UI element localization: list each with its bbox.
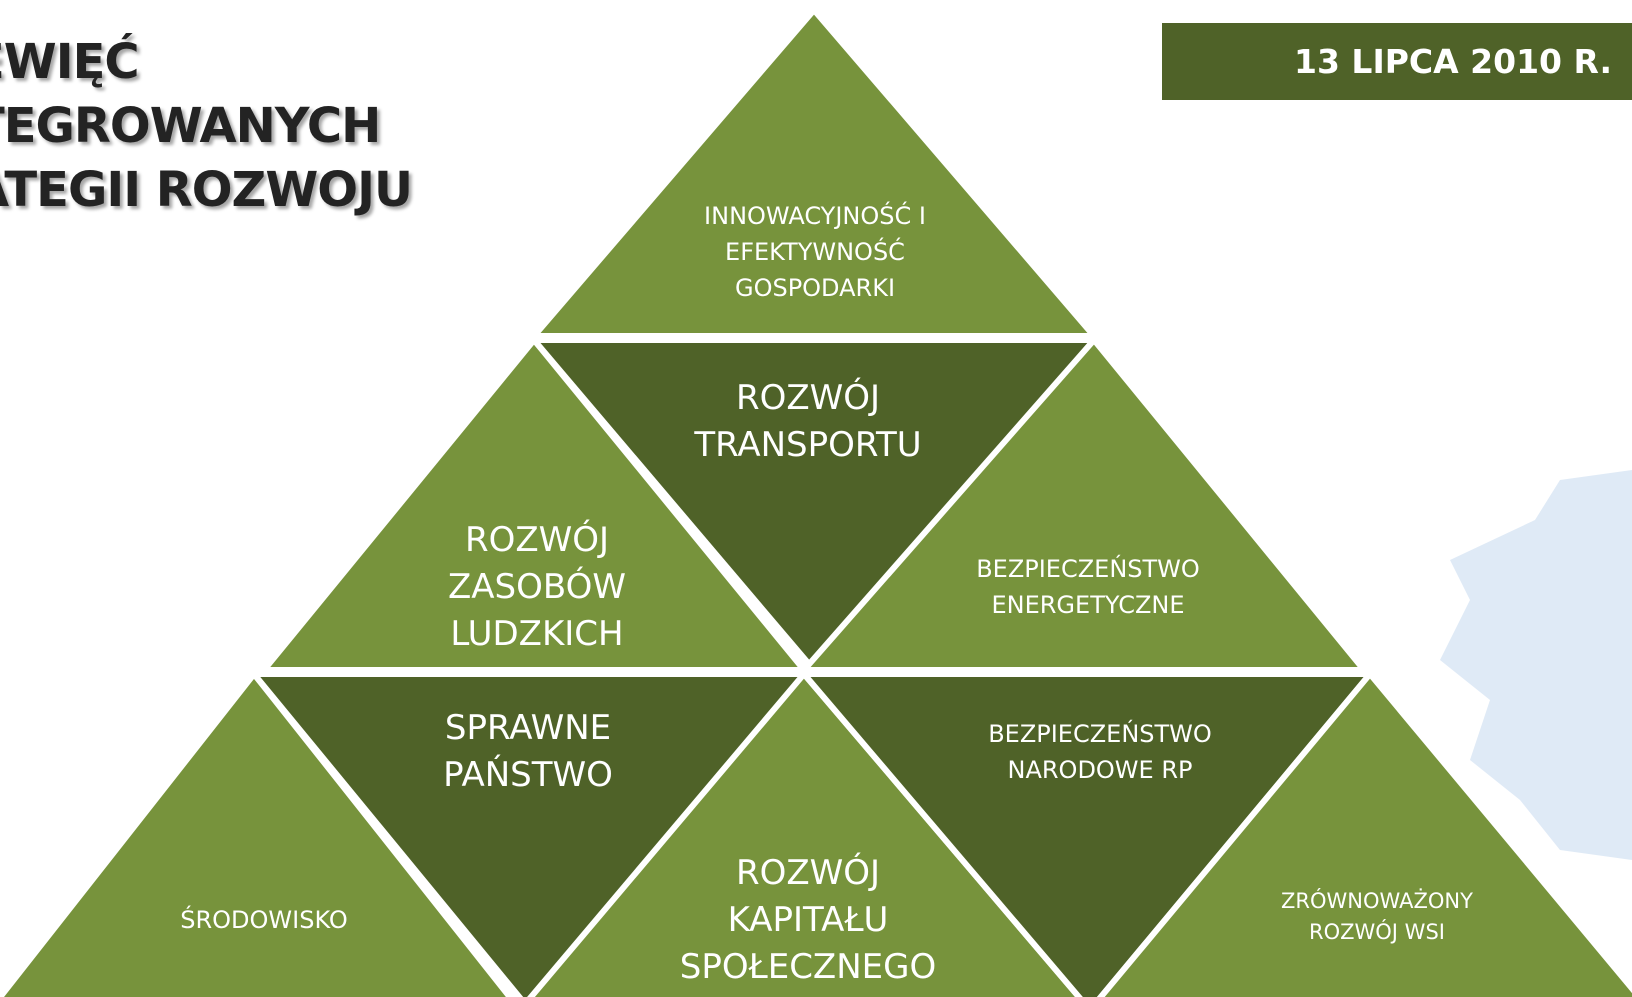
- label-transport: ROZWÓJ TRANSPORTU: [694, 375, 921, 469]
- title-line-3: ATEGII ROZWOJU: [0, 162, 413, 218]
- label-kapital: ROZWÓJ KAPITAŁU SPOŁECZNEGO: [680, 850, 937, 991]
- label-line: SPRAWNE: [444, 708, 612, 748]
- label-line: TRANSPORTU: [694, 425, 922, 465]
- triangle-wies: [1096, 669, 1632, 997]
- title-line-1: EWIĘĆ: [0, 34, 140, 90]
- date-banner: 13 LIPCA 2010 R.: [1162, 23, 1632, 100]
- decor-star-shape: [1440, 470, 1632, 860]
- label-energetyka: BEZPIECZEŃSTWO ENERGETYCZNE: [976, 551, 1200, 623]
- label-line: ZRÓWNOWAŻONY: [1281, 889, 1473, 913]
- label-innowacyjnosc: INNOWACYJNOŚĆ I EFEKTYWNOŚĆ GOSPODARKI: [704, 198, 926, 306]
- date-text: 13 LIPCA 2010 R.: [1294, 42, 1613, 81]
- label-line: SPOŁECZNEGO: [679, 947, 937, 987]
- label-zasoby: ROZWÓJ ZASOBÓW LUDZKICH: [448, 517, 626, 658]
- label-line: NARODOWE RP: [1007, 756, 1193, 784]
- label-line: BEZPIECZEŃSTWO: [988, 720, 1212, 748]
- triangle-zasoby: [257, 335, 811, 673]
- label-line: BEZPIECZEŃSTWO: [976, 555, 1200, 583]
- label-line: LUDZKICH: [450, 614, 624, 654]
- triangle-innowacyjnosc: [527, 5, 1101, 339]
- label-line: ROZWÓJ WSI: [1309, 920, 1445, 944]
- label-line: GOSPODARKI: [734, 274, 896, 302]
- label-line: EFEKTYWNOŚĆ: [725, 238, 905, 266]
- label-wies: ZRÓWNOWAŻONY ROZWÓJ WSI: [1281, 886, 1473, 948]
- label-line: ROZWÓJ: [735, 378, 881, 418]
- triangle-srodowisko: [0, 669, 514, 997]
- label-line: INNOWACYJNOŚĆ I: [704, 202, 926, 230]
- label-line: ŚRODOWISKO: [180, 906, 348, 934]
- label-panstwo: SPRAWNE PAŃSTWO: [443, 705, 613, 799]
- label-line: ROZWÓJ: [735, 853, 881, 893]
- title-line-2: TEGROWANYCH: [0, 98, 381, 154]
- label-narodowe: BEZPIECZEŃSTWO NARODOWE RP: [988, 716, 1212, 788]
- label-line: PAŃSTWO: [443, 755, 613, 795]
- triangle-energetyka: [797, 335, 1371, 673]
- label-line: ROZWÓJ: [464, 520, 610, 560]
- page-title: EWIĘĆ TEGROWANYCH ATEGII ROZWOJU: [0, 30, 413, 222]
- label-line: KAPITAŁU: [727, 900, 889, 940]
- label-srodowisko: ŚRODOWISKO: [180, 902, 348, 938]
- label-line: ZASOBÓW: [447, 567, 627, 607]
- label-line: ENERGETYCZNE: [991, 591, 1185, 619]
